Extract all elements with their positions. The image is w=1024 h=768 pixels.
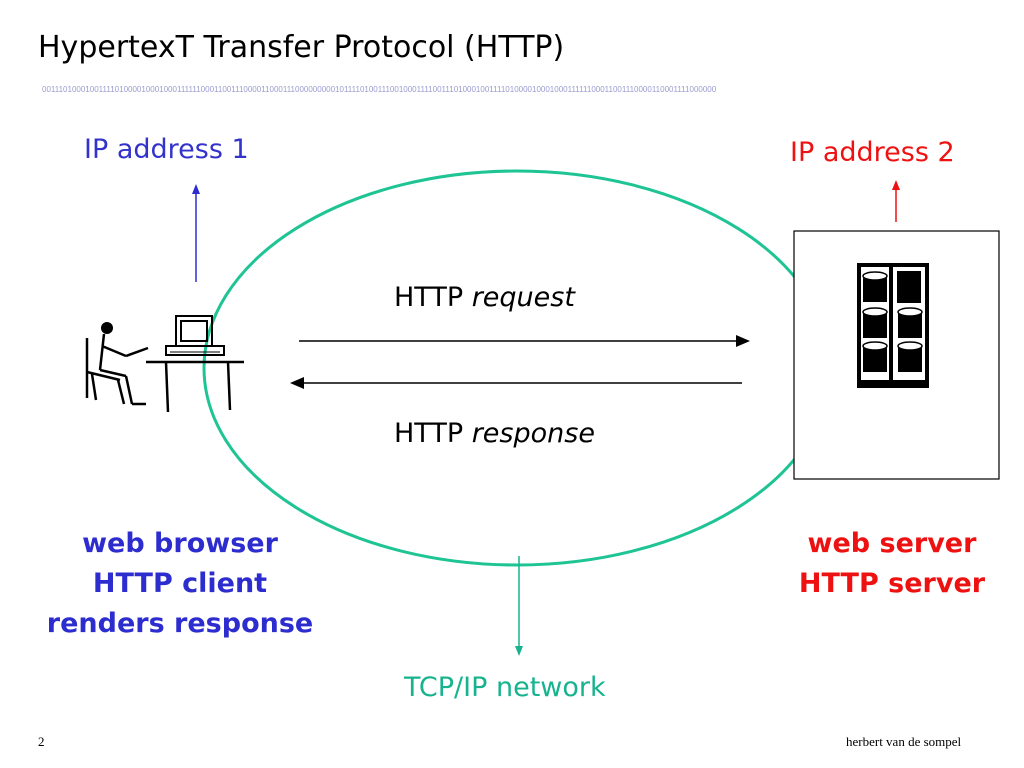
client-role-line: HTTP client <box>92 568 268 599</box>
client-role-line: web browser <box>82 528 278 559</box>
http-request-label: HTTP request <box>394 282 575 313</box>
client-role-line: renders response <box>46 608 314 639</box>
client-role-block: web browser HTTP client renders response <box>30 524 330 644</box>
binary-strip: 0011101000100111101000010001000111111000… <box>42 85 717 94</box>
server-rack-icon <box>857 263 929 388</box>
slide-title: HypertexT Transfer Protocol (HTTP) <box>38 30 565 65</box>
user-computer-icon <box>85 315 244 413</box>
server-ip-label: IP address 2 <box>790 137 955 168</box>
request-prefix: HTTP <box>394 282 464 313</box>
server-role-line: HTTP server <box>798 568 986 599</box>
page-number: 2 <box>38 734 45 749</box>
client-ip-arrowhead <box>192 184 200 194</box>
network-arrowhead <box>515 646 523 656</box>
network-label: TCP/IP network <box>404 672 606 703</box>
server-ip-arrowhead <box>892 180 900 190</box>
client-ip-label: IP address 1 <box>84 134 249 165</box>
request-arrowhead <box>736 335 750 347</box>
author-credit: herbert van de sompel <box>846 734 962 749</box>
response-prefix: HTTP <box>394 418 464 449</box>
response-arrowhead <box>290 377 304 389</box>
server-role-block: web server HTTP server <box>772 524 1012 604</box>
http-response-label: HTTP response <box>394 418 595 449</box>
response-word: response <box>471 418 595 449</box>
server-role-line: web server <box>807 528 977 559</box>
network-ellipse <box>202 169 832 567</box>
request-word: request <box>471 282 575 313</box>
